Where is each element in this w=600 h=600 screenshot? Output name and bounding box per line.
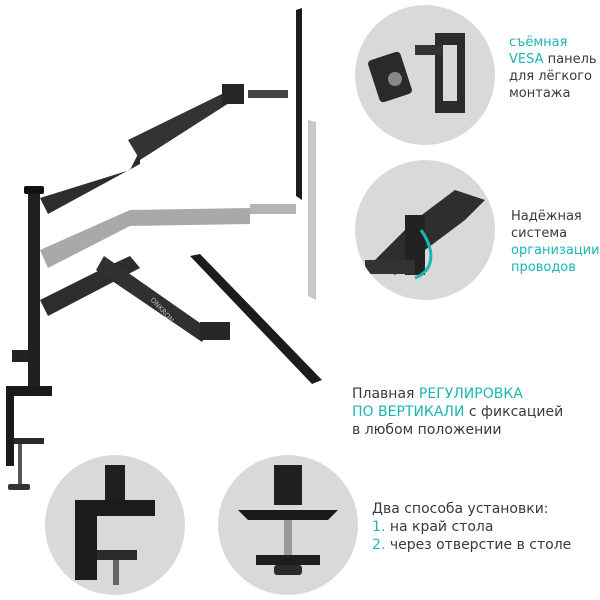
vesa-detail-image [355, 5, 495, 145]
cable-line4: проводов [511, 260, 576, 275]
height-line2-rest: с фиксацией [468, 404, 564, 420]
cable-detail-image [355, 160, 495, 300]
cable-caption: Надёжная система организации проводов [511, 208, 600, 276]
clamp-detail-image [45, 455, 185, 595]
vesa-line1: съёмная [509, 35, 568, 50]
vesa-line2-accent: VESA [509, 52, 544, 67]
product-illustration: ONKRON [0, 0, 340, 500]
height-line1-plain: Плавная [352, 386, 415, 402]
vesa-line2-rest: панель [547, 52, 597, 67]
height-caption: Плавная РЕГУЛИРОВКА ПО ВЕРТИКАЛИ с фикса… [352, 385, 563, 439]
vesa-caption: съёмная VESA панель для лёгкого монтажа [509, 34, 597, 102]
height-line2-accent: ПО ВЕРТИКАЛИ [352, 404, 465, 420]
vesa-line4: монтажа [509, 86, 571, 101]
install-title: Два способа установки: [372, 501, 549, 517]
install-opt2-text: через отверстие в столе [389, 537, 572, 553]
height-line1-accent: РЕГУЛИРОВКА [418, 386, 523, 402]
cable-line2: система [511, 226, 568, 241]
install-opt2-num: 2. [372, 537, 386, 553]
grommet-detail-image [218, 455, 358, 595]
install-caption: Два способа установки: 1. на край стола … [372, 500, 571, 554]
install-opt1-text: на край стола [389, 519, 494, 535]
cable-line1: Надёжная [511, 209, 582, 224]
cable-line3: организации [511, 243, 600, 258]
height-line3: в любом положении [352, 422, 502, 438]
install-opt1-num: 1. [372, 519, 386, 535]
vesa-line3: для лёгкого [509, 69, 592, 84]
